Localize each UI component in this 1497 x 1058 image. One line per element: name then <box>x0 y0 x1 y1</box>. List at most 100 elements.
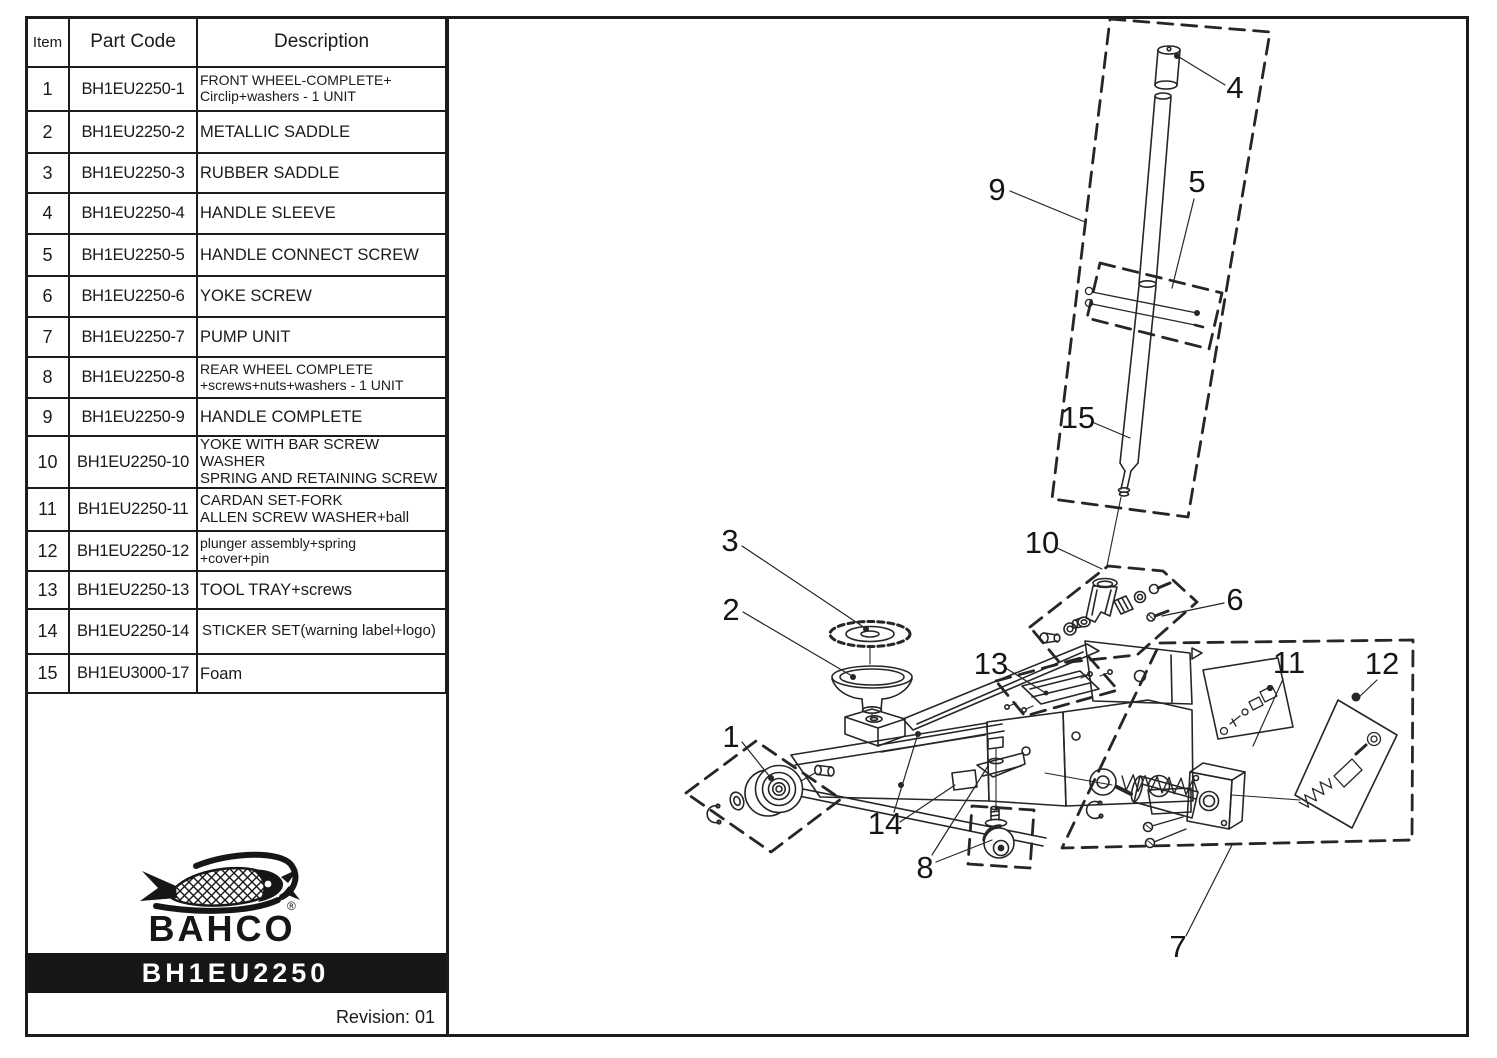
group-boxes <box>684 17 1415 870</box>
code-cell: BH1EU2250-7 <box>68 316 198 358</box>
desc-line: Circlip+washers - 1 UNIT <box>200 88 356 104</box>
table-row: 15 BH1EU3000-17 Foam <box>25 653 447 695</box>
registered-mark: ® <box>287 899 296 913</box>
item-cell: 1 <box>25 66 70 112</box>
box-yoke-10 <box>1028 564 1199 665</box>
desc-line: CARDAN SET-FORK <box>200 492 343 510</box>
model-number: BH1EU2250 <box>141 957 330 988</box>
header-description: Description <box>196 16 447 68</box>
item-cell: 3 <box>25 152 70 194</box>
yoke-screws-6 <box>1146 581 1172 622</box>
desc-line: RUBBER SADDLE <box>200 163 340 182</box>
desc-line: STICKER SET(warning label+logo) <box>202 622 436 640</box>
item-cell: 4 <box>25 192 70 235</box>
desc-line: +cover+pin <box>200 550 270 567</box>
code-cell: BH1EU3000-17 <box>68 653 198 695</box>
box-tool-tray-13 <box>994 654 1120 718</box>
parts-table: Item Part Code Description 1 BH1EU2250-1… <box>25 16 447 695</box>
cardan-set-11 <box>1219 684 1278 736</box>
code-cell: BH1EU2250-9 <box>68 397 198 437</box>
box-pump-7 <box>1060 638 1415 850</box>
plunger-set-12 <box>1298 731 1382 808</box>
item-cell: 8 <box>25 356 70 399</box>
revision-text: Revision: 01 <box>335 1007 435 1027</box>
item-cell: 7 <box>25 316 70 358</box>
table-row: 7 BH1EU2250-7 PUMP UNIT <box>25 316 447 358</box>
table-row: 5 BH1EU2250-5 HANDLE CONNECT SCREW <box>25 233 447 277</box>
brand-wordmark: BAHCO <box>149 908 296 949</box>
fish-tail <box>140 871 177 901</box>
panel-divider <box>446 16 449 1037</box>
desc-line: HANDLE CONNECT SCREW <box>200 245 419 264</box>
foam-sleeve <box>1117 285 1157 497</box>
box-handle-complete-9 <box>1050 17 1272 519</box>
desc-cell: PUMP UNIT <box>196 316 447 358</box>
header-item: Item <box>25 16 70 68</box>
desc-cell: HANDLE CONNECT SCREW <box>196 233 447 277</box>
item-cell: 10 <box>25 434 70 490</box>
pump-circlip <box>1085 800 1102 820</box>
table-row: 4 BH1EU2250-4 HANDLE SLEEVE <box>25 192 447 235</box>
callout-label: 4 <box>1226 70 1243 105</box>
bahco-logo: ® BAHCO <box>140 851 300 949</box>
desc-line: REAR WHEEL COMPLETE <box>200 360 373 377</box>
item-cell: 9 <box>25 397 70 437</box>
callout-label: 5 <box>1188 164 1205 199</box>
release-pedal <box>976 752 1026 778</box>
desc-line: METALLIC SADDLE <box>200 122 351 141</box>
item-cell: 5 <box>25 233 70 277</box>
item-cell: 14 <box>25 608 70 656</box>
callout-label: 15 <box>1061 400 1095 435</box>
desc-cell: YOKE SCREW <box>196 275 447 318</box>
desc-cell: plunger assembly+spring+cover+pin <box>196 530 447 573</box>
desc-line: TOOL TRAY+screws <box>200 581 353 600</box>
desc-line: ALLEN SCREW WASHER+ball <box>200 508 410 526</box>
fish-eye <box>264 880 272 888</box>
desc-cell: METALLIC SADDLE <box>196 110 447 154</box>
table-row: 13 BH1EU2250-13 TOOL TRAY+screws <box>25 570 447 611</box>
pump-block <box>1186 762 1246 830</box>
desc-cell: TOOL TRAY+screws <box>196 570 447 611</box>
callout-label: 9 <box>988 172 1005 207</box>
callout-labels: 1 2 3 4 5 6 7 8 9 10 11 12 13 14 15 <box>721 70 1399 964</box>
circlip <box>706 804 720 824</box>
table-row: 1 BH1EU2250-1 FRONT WHEEL-COMPLETE+Circl… <box>25 66 447 112</box>
code-cell: BH1EU2250-8 <box>68 356 198 399</box>
desc-cell: HANDLE COMPLETE <box>196 397 447 437</box>
pump-assembly <box>1085 684 1382 849</box>
desc-line: plunger assembly+spring <box>200 534 357 551</box>
item-cell: 2 <box>25 110 70 154</box>
header-part-code: Part Code <box>68 16 198 68</box>
front-wheel-assembly <box>706 764 804 825</box>
callout-label: 7 <box>1169 929 1186 964</box>
callout-label: 8 <box>916 850 933 885</box>
callout-label: 6 <box>1226 582 1243 617</box>
desc-line: FRONT WHEEL-COMPLETE+ <box>200 72 392 89</box>
desc-line: SPRING AND RETAINING SCREW <box>200 469 438 487</box>
yoke-assembly <box>1039 577 1172 644</box>
callout-label: 10 <box>1025 525 1059 560</box>
item-cell: 12 <box>25 530 70 573</box>
table-row: 12 BH1EU2250-12 plunger assembly+spring+… <box>25 530 447 573</box>
desc-line: YOKE SCREW <box>200 287 312 306</box>
pump-spring <box>1121 774 1198 796</box>
table-row: 8 BH1EU2250-8 REAR WHEEL COMPLETE+screws… <box>25 356 447 399</box>
callout-label: 2 <box>722 592 739 627</box>
handle-assembly <box>1084 45 1205 567</box>
table-row: 9 BH1EU2250-9 HANDLE COMPLETE <box>25 397 447 437</box>
code-cell: BH1EU2250-3 <box>68 152 198 194</box>
callout-label: 1 <box>722 719 739 754</box>
front-spigot <box>813 764 822 776</box>
tool-tray <box>1003 668 1114 713</box>
washer <box>729 791 745 811</box>
item-cell: 15 <box>25 653 70 695</box>
code-cell: BH1EU2250-6 <box>68 275 198 318</box>
desc-line: PUMP UNIT <box>200 327 291 346</box>
logo-swoosh-top <box>193 851 299 900</box>
table-row: 3 BH1EU2250-3 RUBBER SADDLE <box>25 152 447 194</box>
